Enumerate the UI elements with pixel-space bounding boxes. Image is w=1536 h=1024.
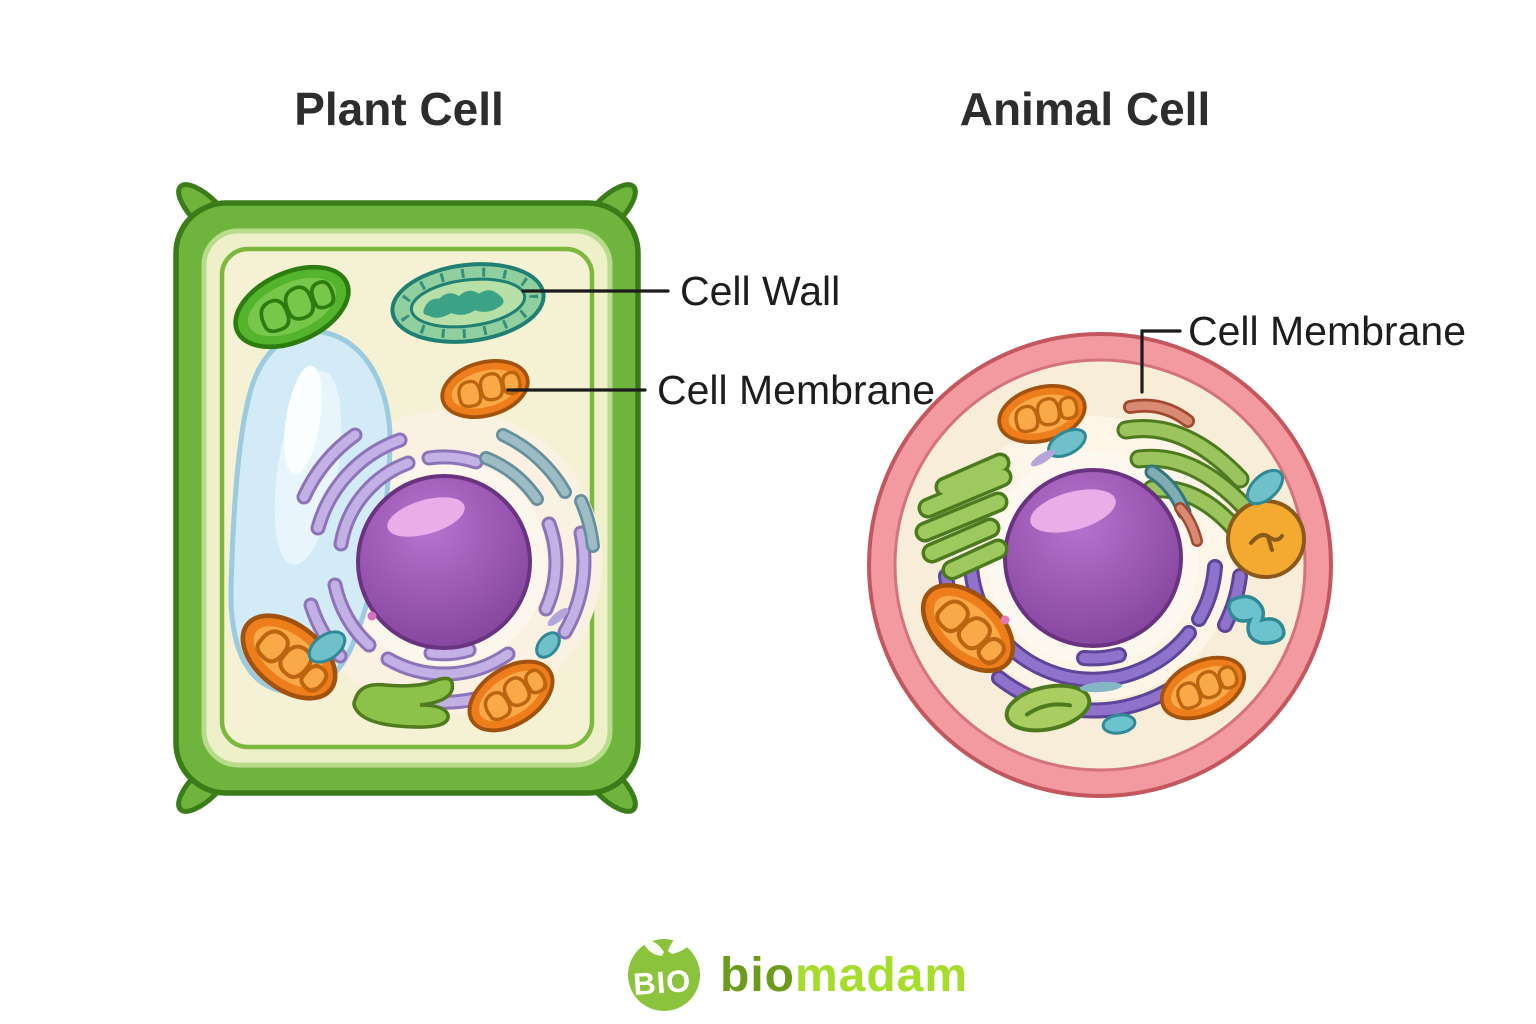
vesicles <box>307 607 569 664</box>
logo-circle <box>628 939 700 1011</box>
logo-badge-text: BIO <box>632 963 692 1002</box>
plant-cell-membrane-label: Cell Membrane <box>657 367 935 413</box>
endoplasmic-reticulum <box>296 427 600 710</box>
leaf-icon <box>668 929 696 954</box>
chloroplast <box>233 264 351 350</box>
animal-cell-membrane-label: Cell Membrane <box>1188 308 1466 354</box>
cell-wall-label: Cell Wall <box>680 268 840 314</box>
wordmark-madam: madam <box>795 949 968 1002</box>
vacuole <box>228 328 393 695</box>
vesicles <box>1000 427 1285 735</box>
plant-cell-title: Plant Cell <box>294 83 504 135</box>
leaf-icon-small <box>642 939 664 956</box>
wordmark-bio: bio <box>720 949 795 1002</box>
plant-cell-illustration <box>173 182 641 814</box>
animal-cell-membrane-leader-line <box>1140 329 1182 394</box>
vesicle-blob <box>1227 594 1286 645</box>
biomadam-logo: BIO biomadam <box>628 929 968 1011</box>
smooth-er-arcs <box>1116 398 1260 547</box>
animal-cell-illustration <box>867 332 1333 798</box>
lysosome <box>1226 499 1306 579</box>
chloroplast-teal <box>390 262 546 344</box>
nucleus <box>1003 468 1183 648</box>
leader-lines <box>506 289 1182 394</box>
golgi-apparatus <box>352 676 455 729</box>
logo-wordmark: biomadam <box>720 949 968 1002</box>
nucleus <box>356 474 532 650</box>
golgi-apparatus <box>914 452 1013 581</box>
golgi-vesicle <box>1004 683 1092 733</box>
animal-cell-title: Animal Cell <box>960 83 1211 135</box>
